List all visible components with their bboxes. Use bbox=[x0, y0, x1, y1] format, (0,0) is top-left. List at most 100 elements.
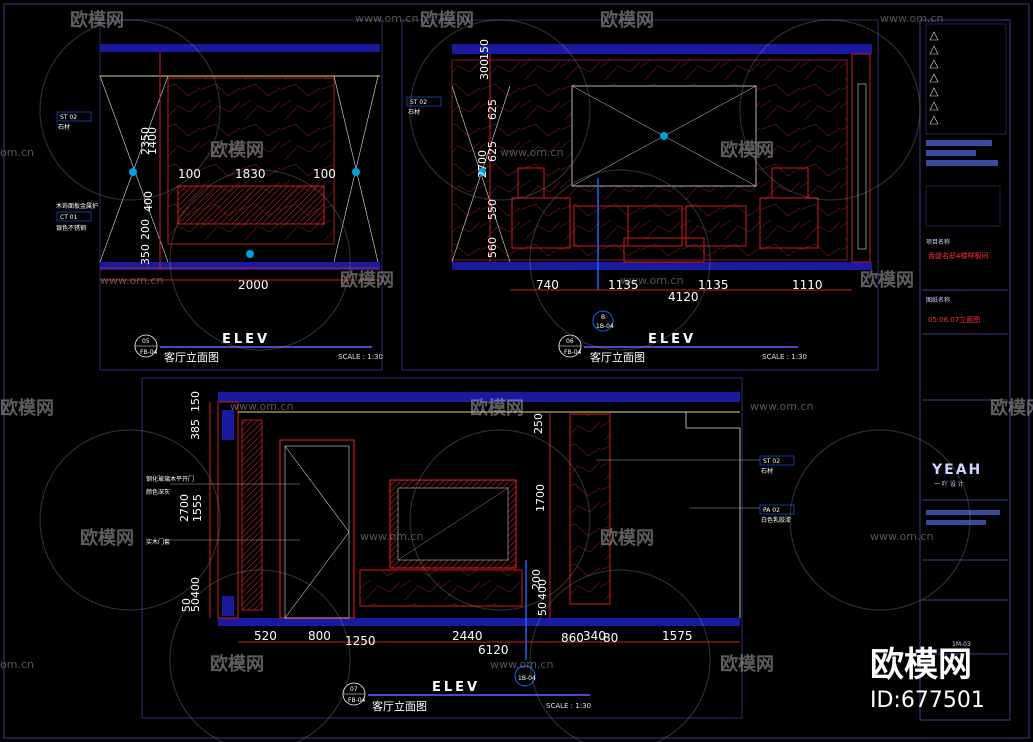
watermark-site: www.om.cn bbox=[360, 530, 423, 543]
drawing-number: 07 bbox=[350, 686, 358, 693]
brand-logo-text: 欧模网 bbox=[870, 645, 972, 685]
lamp-icon bbox=[352, 168, 360, 176]
dim-h: 100 bbox=[178, 167, 201, 181]
dim-v: 250 bbox=[532, 413, 545, 434]
dim-v: 1400 bbox=[146, 127, 159, 155]
material-label: 颜色深灰 bbox=[146, 488, 170, 496]
dim-v: 560 bbox=[486, 237, 499, 258]
title-block: 项目名称 香缇名邸4楼样板间 图纸名称 05.06.07立面图 YEAH 一 吖… bbox=[919, 19, 1011, 721]
dim-h: 1110 bbox=[792, 278, 823, 292]
viewport-frame bbox=[141, 377, 743, 719]
project-value: 香缇名邸4楼样板间 bbox=[928, 251, 988, 260]
watermark-brand: 欧模网 bbox=[470, 397, 524, 419]
window-frame bbox=[851, 53, 871, 263]
elevation-06: 740 1135 1135 1110 4120 300 150 625 2700… bbox=[401, 19, 879, 371]
dim-h: 4120 bbox=[668, 290, 699, 304]
watermark-brand: 欧模网 bbox=[70, 9, 124, 31]
dim-v: 625 bbox=[486, 99, 499, 120]
watermark-site: www.om.cn bbox=[880, 12, 943, 25]
material-tag: ST 02 bbox=[763, 458, 780, 465]
watermark-brand: 欧模网 bbox=[210, 653, 264, 675]
dim-v: 150 bbox=[478, 39, 491, 60]
dim-v: 2700 bbox=[476, 150, 489, 178]
watermark-site: www.om.cn bbox=[100, 274, 163, 287]
watermark-site: www.om.cn bbox=[490, 658, 553, 671]
dim-v: 50 bbox=[180, 598, 193, 612]
watermark-site: www.om.cn bbox=[230, 400, 293, 413]
lamp-icon bbox=[246, 250, 254, 258]
floor-band bbox=[100, 262, 380, 270]
dim-h: 800 bbox=[308, 629, 331, 643]
material-tag: ST 02 bbox=[410, 99, 427, 106]
watermark-brand: 欧模网 bbox=[600, 527, 654, 549]
sheet-ref: FB-04 bbox=[140, 349, 158, 356]
marker-sheet: 1B-04 bbox=[518, 675, 536, 682]
dim-h: 1575 bbox=[662, 629, 693, 643]
dim-v: 200 bbox=[139, 219, 152, 240]
material-label: 钢化玻璃木平开门 bbox=[146, 475, 194, 483]
watermark-site: om.cn bbox=[0, 146, 34, 159]
dim-h: 520 bbox=[254, 629, 277, 643]
watermark-brand: 欧模网 bbox=[720, 139, 774, 161]
dim-h: 1250 bbox=[345, 634, 376, 648]
watermark-brand: 欧模网 bbox=[0, 397, 54, 419]
logo-text: YEAH bbox=[931, 462, 982, 478]
elev-label: ELEV bbox=[222, 332, 270, 347]
watermark-layer: 欧模网 欧模网 欧模网 欧模网 欧模网 欧模网 欧模网 欧模网 欧模网 欧模网 … bbox=[0, 9, 1033, 742]
material-label: 石材 bbox=[408, 108, 420, 116]
drawing-title: 客厅立面图 bbox=[372, 699, 427, 713]
watermark-brand: 欧模网 bbox=[210, 139, 264, 161]
dim-h: 860 bbox=[561, 631, 584, 645]
sheet-number: 1M-03 bbox=[952, 641, 971, 648]
dim-h: 6120 bbox=[478, 643, 509, 657]
sheet-frame bbox=[3, 3, 1030, 739]
material-label: 石材 bbox=[58, 123, 70, 131]
dim-v: 350 bbox=[139, 244, 152, 265]
watermark-brand: 欧模网 bbox=[340, 269, 394, 291]
elev-label: ELEV bbox=[432, 680, 480, 695]
lamp-icon bbox=[660, 132, 668, 140]
dim-h: 1135 bbox=[698, 278, 729, 292]
tv-cabinet bbox=[177, 185, 325, 225]
elevation-05: 100 1830 100 2000 2350 1400 400 200 350 … bbox=[56, 19, 383, 371]
material-tag: PA 02 bbox=[763, 507, 780, 514]
drawing-name-value: 05.06.07立面图 bbox=[928, 315, 980, 324]
dim-v: 400 bbox=[142, 191, 155, 212]
stone-column bbox=[569, 413, 611, 605]
dim-v: 625 bbox=[486, 141, 499, 162]
watermark-site: www.om.cn bbox=[870, 530, 933, 543]
watermark-brand: 欧模网 bbox=[720, 653, 774, 675]
dim-v: 200 bbox=[530, 569, 543, 590]
material-label: 木饰面板金属护 bbox=[56, 202, 98, 210]
material-tag: ST 02 bbox=[60, 114, 77, 121]
door bbox=[279, 439, 355, 619]
material-tag: CT 01 bbox=[60, 214, 78, 221]
drawing-number: 05 bbox=[142, 338, 150, 345]
material-label: 白色乳胶漆 bbox=[761, 516, 791, 524]
dim-h: 100 bbox=[313, 167, 336, 181]
watermark-site: www.om.cn bbox=[750, 400, 813, 413]
elevation-07: 520 800 1250 2440 860 340 80 1575 6120 3… bbox=[141, 377, 795, 719]
watermark-site: om.cn bbox=[0, 658, 34, 671]
drawing-number: 06 bbox=[566, 338, 574, 345]
lamp-icon bbox=[129, 168, 137, 176]
watermark-site: www.om.cn bbox=[500, 146, 563, 159]
watermark-brand: 欧模网 bbox=[990, 397, 1033, 419]
project-label: 项目名称 bbox=[926, 238, 950, 246]
dim-h: 2440 bbox=[452, 629, 483, 643]
dim-h: 740 bbox=[536, 278, 559, 292]
company-logo: YEAH 一 吖 设 计 bbox=[931, 462, 982, 488]
dim-v: 2700 bbox=[178, 494, 191, 522]
watermark-brand: 欧模网 bbox=[860, 269, 914, 291]
viewport-frame bbox=[401, 19, 879, 371]
viewport-frame bbox=[99, 19, 383, 371]
dim-h: 1830 bbox=[235, 167, 266, 181]
watermark-brand: 欧模网 bbox=[600, 9, 654, 31]
drawing-name-label: 图纸名称 bbox=[926, 296, 950, 304]
section-marker bbox=[514, 665, 536, 687]
watermark-brand: 欧模网 bbox=[420, 9, 474, 31]
cabinet bbox=[359, 569, 523, 607]
dim-h: 2000 bbox=[238, 278, 269, 292]
scale-label: SCALE : 1:30 bbox=[762, 353, 807, 361]
